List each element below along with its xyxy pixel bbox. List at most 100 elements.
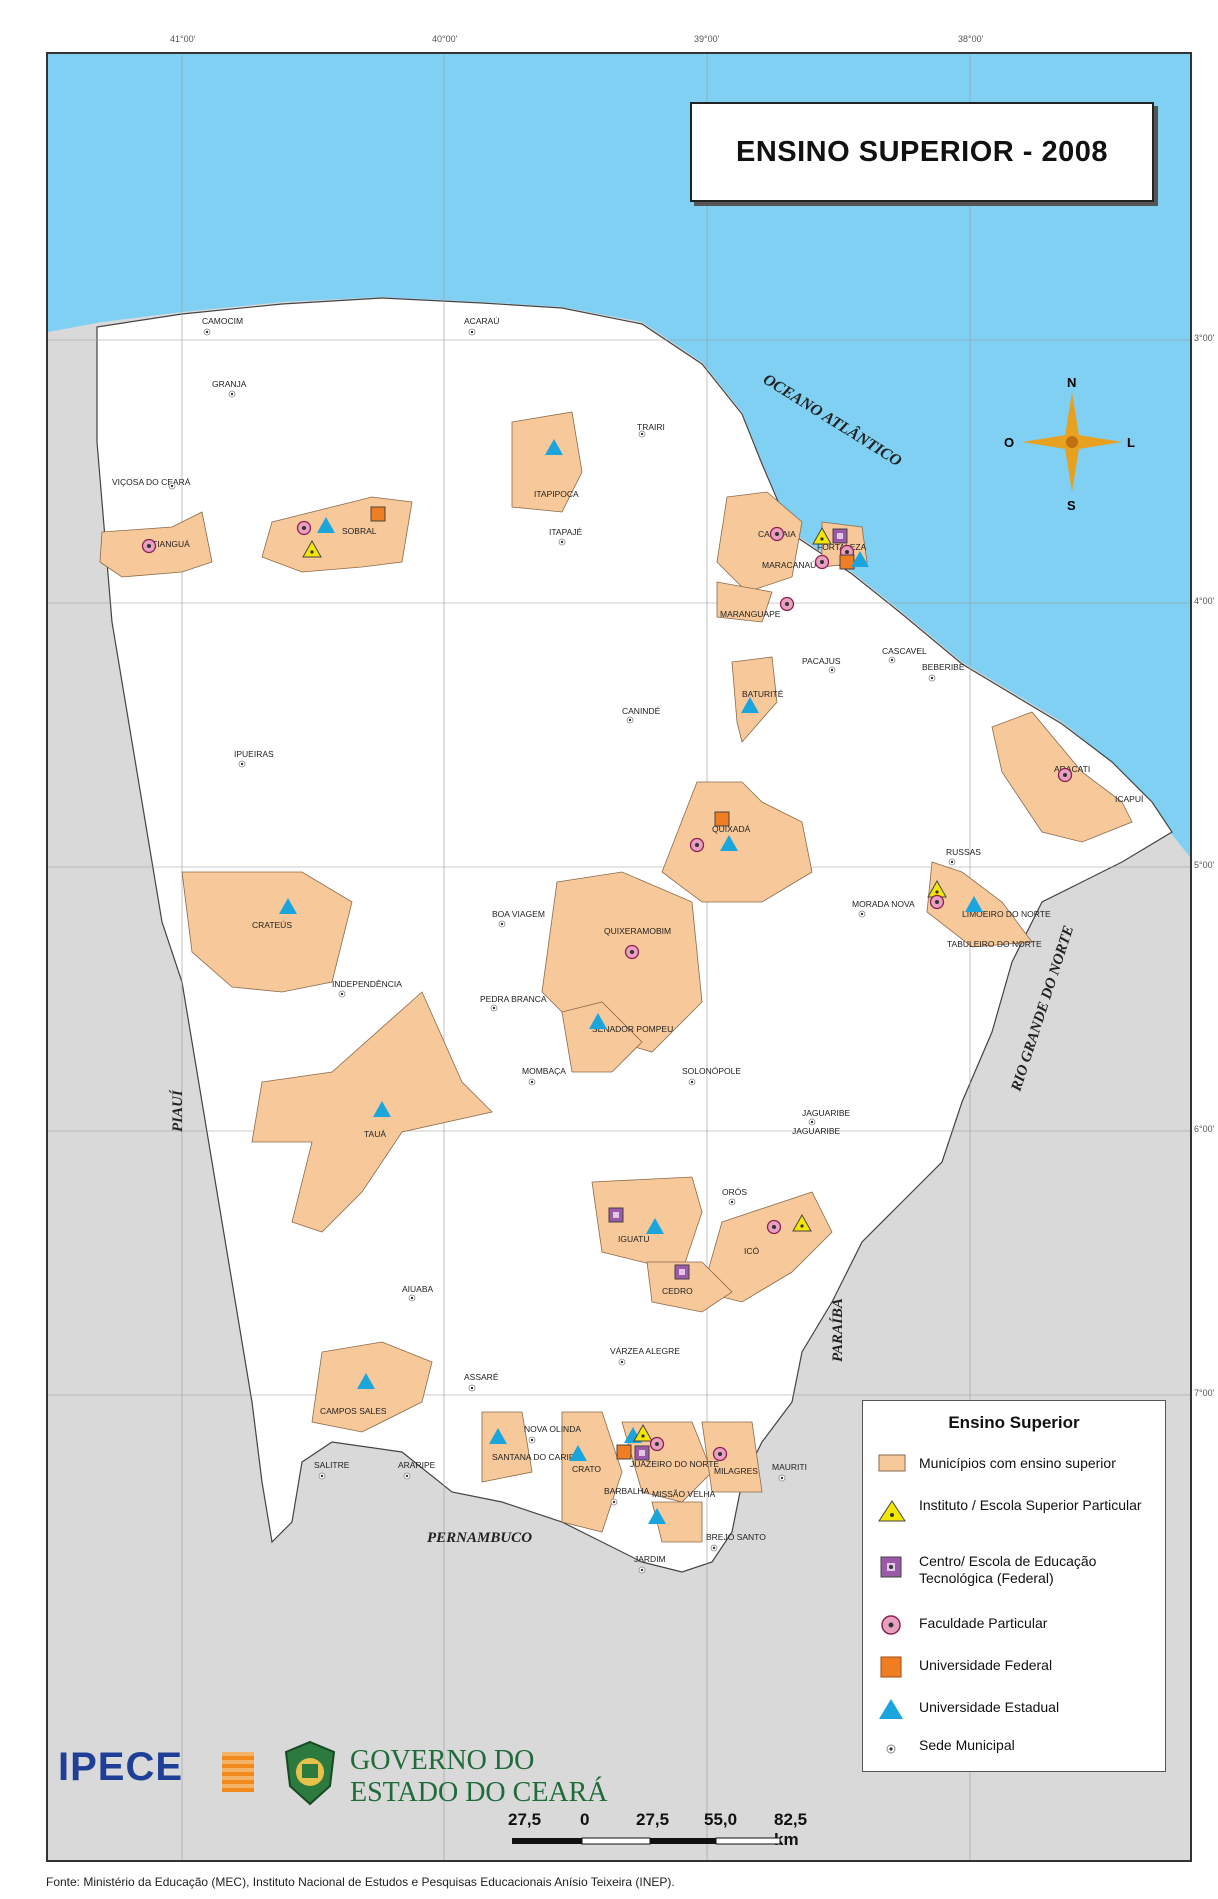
sede-marker-center [170, 484, 174, 488]
city-label: BATURITÉ [742, 689, 784, 699]
scale-label: 82,5 km [774, 1810, 808, 1849]
map-title: ENSINO SUPERIOR - 2008 [736, 135, 1108, 168]
city-label: MAURITI [772, 1462, 807, 1472]
city-label: MILAGRES [714, 1466, 758, 1476]
instituto-triangle-icon [878, 1500, 906, 1522]
centro-marker-inner [639, 1450, 645, 1456]
sede-marker-center [830, 668, 834, 672]
legend: Ensino Superior Municípios com ensino su… [862, 1400, 1166, 1772]
label-piaui: PIAUÍ [169, 1089, 186, 1132]
legend-label: Municípios com ensino superior [919, 1455, 1116, 1471]
city-label: IPUEIRAS [234, 749, 274, 759]
ocean-area [48, 54, 1190, 857]
sede-marker-center [860, 912, 864, 916]
estadual-marker [851, 551, 869, 567]
map-title-box: ENSINO SUPERIOR - 2008 [690, 102, 1154, 202]
city-label: MARACANAÚ [762, 560, 816, 570]
city-label: FORTALEZA [817, 542, 867, 552]
centro-marker-inner [613, 1212, 619, 1218]
city-label: MORADA NOVA [852, 899, 915, 909]
faculdade-marker-center [785, 602, 789, 606]
city-label: ORÓS [722, 1187, 747, 1197]
sede-marker-center [640, 1568, 644, 1572]
coord-top-1: 41°00' [170, 34, 196, 44]
legend-item-centro: Centro/ Escola de Educação Tecnológica (… [877, 1551, 1157, 1591]
compass-rose-icon: N S L O [1004, 375, 1135, 513]
legend-label: Centro/ Escola de Educação Tecnológica (… [919, 1553, 1097, 1586]
instituto-marker-center [641, 1434, 645, 1438]
sede-marker-center [810, 1120, 814, 1124]
muni-senador [561, 1001, 643, 1073]
scale-label: 27,5 [636, 1810, 670, 1829]
city-label: QUIXADÁ [712, 824, 751, 834]
estadual-marker [720, 835, 738, 851]
sede-marker-center [500, 922, 504, 926]
city-label: CASCAVEL [882, 646, 927, 656]
sede-marker-center [640, 432, 644, 436]
muni-quixada [661, 781, 813, 903]
federal-marker [616, 1444, 632, 1460]
sede-dot-icon [886, 1744, 896, 1754]
scale-label: 55,0 [704, 1810, 738, 1829]
estadual-marker [589, 1013, 607, 1029]
governo-logo: GOVERNO DO ESTADO DO CEARÁ [350, 1745, 608, 1809]
legend-item-faculdade: Faculdade Particular [877, 1609, 1157, 1649]
legend-label: Sede Municipal [919, 1737, 1015, 1753]
city-label: MISSÃO VELHA [652, 1489, 716, 1499]
estadual-marker [357, 1373, 375, 1389]
estadual-marker [279, 898, 297, 914]
sede-marker-center [530, 1438, 534, 1442]
sede-marker-center [470, 1386, 474, 1390]
faculdade-circle-icon [881, 1615, 901, 1635]
coord-right-5: 7°00' [1194, 1388, 1215, 1398]
muni-baturite [731, 656, 778, 743]
city-label: PACAJUS [802, 656, 841, 666]
instituto-marker [812, 526, 832, 545]
ipece-logo: IPECE [58, 1745, 184, 1789]
institution-symbols [141, 328, 1073, 1574]
city-label: CANINDÉ [622, 706, 661, 716]
coord-right-1: 3°00' [1194, 333, 1215, 343]
legend-item-instituto: Instituto / Escola Superior Particular [877, 1495, 1157, 1535]
city-label: TABULEIRO DO NORTE [947, 939, 1042, 949]
compass-o: O [1004, 435, 1014, 450]
city-label: BREJO SANTO [706, 1532, 766, 1542]
city-label: JARDIM [634, 1554, 666, 1564]
legend-label: Instituto / Escola Superior Particular [919, 1497, 1142, 1513]
city-label: ASSARÉ [464, 1372, 499, 1382]
city-label: ITAPAJÉ [549, 527, 583, 537]
city-label: CEDRO [662, 1286, 693, 1296]
faculdade-marker-center [718, 1452, 722, 1456]
label-pernambuco: PERNAMBUCO [427, 1530, 532, 1546]
faculdade-marker-center [775, 532, 779, 536]
estadual-marker [965, 896, 983, 912]
estadual-marker [373, 1101, 391, 1117]
coord-right-3: 5°00' [1194, 860, 1215, 870]
muni-maranguape [716, 581, 773, 623]
city-label: TIANGUÁ [152, 539, 190, 549]
estadual-marker [489, 1428, 507, 1444]
federal-marker [714, 811, 730, 827]
coord-right-2: 4°00' [1194, 596, 1215, 606]
faculdade-marker-center [630, 950, 634, 954]
faculdade-marker-center [695, 843, 699, 847]
map-canvas: PIAUÍ PERNAMBUCO PARAÍBA RIO GRANDE DO N… [48, 54, 1190, 1860]
muni-crateus [181, 871, 353, 993]
muni-milagres [701, 1421, 763, 1493]
centro-square-icon [880, 1556, 902, 1578]
sede-marker-center [560, 540, 564, 544]
sede-marker-center [712, 1546, 716, 1550]
sede-marker-center [890, 658, 894, 662]
scale-label: 27,5 [508, 1810, 542, 1829]
faculdade-marker-center [935, 900, 939, 904]
city-label: MOMBAÇA [522, 1066, 566, 1076]
coord-top-3: 39°00' [694, 34, 720, 44]
city-label: ICÓ [744, 1246, 760, 1256]
city-label: BEBERIBE [922, 662, 965, 672]
governo-line2: ESTADO DO CEARÁ [350, 1777, 608, 1808]
city-label: SENADOR POMPEU [592, 1024, 673, 1034]
sede-marker-center [405, 1474, 409, 1478]
city-label: AIUABA [402, 1284, 434, 1294]
sede-marker-center [730, 1200, 734, 1204]
